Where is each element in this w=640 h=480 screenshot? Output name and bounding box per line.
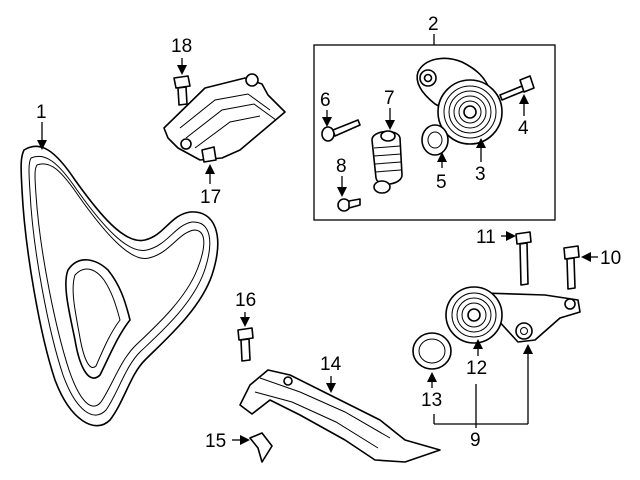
bracket-bolt-10 — [563, 245, 580, 290]
callout-7: 7 — [384, 88, 395, 109]
callout-16: 16 — [235, 290, 256, 311]
idler-pulley — [445, 286, 503, 344]
upper-bolt — [173, 75, 191, 106]
callout-10: 10 — [600, 248, 621, 269]
serpentine-belt — [20, 145, 219, 427]
idler-bracket — [481, 292, 581, 343]
callout-9: 9 — [470, 430, 481, 451]
damper — [371, 130, 403, 194]
damper-bolt — [337, 198, 361, 212]
callout-14: 14 — [320, 354, 342, 375]
callout-8: 8 — [336, 156, 347, 177]
tensioner-pulley — [416, 57, 503, 145]
callout-1: 1 — [36, 102, 47, 123]
callout-labels: 1 2 3 4 5 6 7 8 9 10 11 12 13 14 15 16 1… — [36, 14, 621, 452]
long-bolt — [321, 119, 361, 142]
bracket-bolt-11 — [515, 231, 532, 286]
leader-lines — [37, 58, 598, 445]
callout-15: 15 — [205, 431, 226, 452]
callout-13: 13 — [421, 390, 442, 411]
idler-dust-cap — [412, 332, 452, 370]
callout-2: 2 — [428, 14, 439, 35]
clip — [249, 432, 273, 463]
callout-18: 18 — [171, 36, 192, 57]
callout-4: 4 — [518, 118, 529, 139]
tensioner-assembly-box — [313, 34, 556, 221]
lower-shield — [239, 369, 441, 463]
callout-6: 6 — [320, 90, 331, 111]
upper-shield — [163, 73, 286, 163]
pulley-cover — [421, 124, 449, 156]
pulley-bolt — [499, 75, 535, 101]
callout-12: 12 — [466, 358, 487, 379]
shield-bolt — [237, 327, 254, 362]
callout-17: 17 — [200, 187, 221, 208]
callout-11: 11 — [476, 227, 496, 248]
callout-3: 3 — [475, 164, 486, 185]
callout-5: 5 — [436, 172, 447, 193]
